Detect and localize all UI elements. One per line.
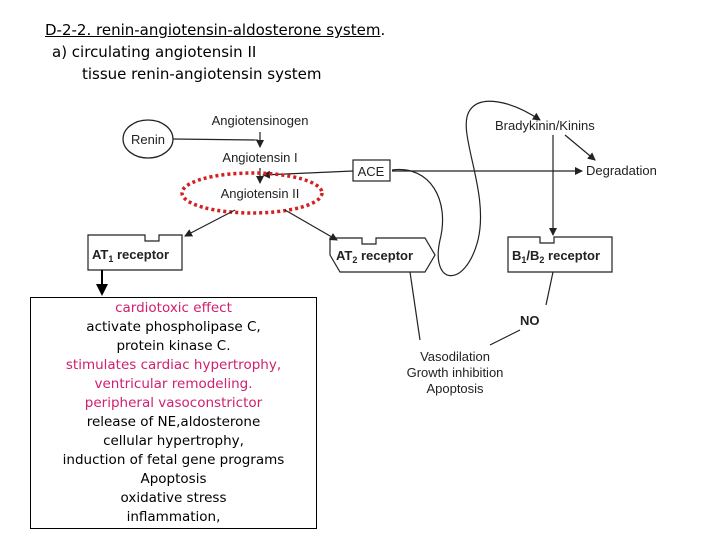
slide-title: D-2-2. renin-angiotensin-aldosterone sys… [45,21,385,39]
at1-receptor-label: AT1 receptor [92,247,169,264]
ang2-to-at2-arrow [284,209,338,241]
effect-line: protein kinase C. [116,338,231,354]
ace-box [352,159,391,182]
effect-line: oxidative stress [120,490,227,506]
ang2-to-at1-arrow [184,209,236,237]
renin-to-arrow [172,138,259,141]
apoptosis-label: Apoptosis [426,381,484,396]
effect-line: cardiotoxic effect [115,300,232,316]
b-receptor-label: B1/B2 receptor [512,248,600,265]
angiotensinogen-label: Angiotensinogen [212,113,309,128]
subtitle-tissue: tissue renin-angiotensin system [82,65,322,83]
effect-line: ventricular remodeling. [94,376,253,392]
b-receptor-to-no-line [545,271,554,306]
degradation-label: Degradation [586,163,657,178]
bradykinin-to-degradation-arrow [564,134,596,161]
vasodilation-label: Vasodilation [420,349,490,364]
ace-label: ACE [358,164,385,179]
effect-line: peripheral vasoconstrictor [84,395,263,411]
effect-line: stimulates cardiac hypertrophy, [65,357,282,373]
subtitle-circulating: a) circulating angiotensin II [52,43,257,61]
slide-title-tail: . [380,21,386,39]
no-label: NO [520,313,540,328]
slide-title-text: D-2-2. renin-angiotensin-aldosterone sys… [45,21,381,39]
at1-receptor-shape [87,234,183,271]
effect-line: inflammation, [126,509,221,525]
at2-receptor-label: AT2 receptor [336,248,413,265]
effect-line: cellular hypertrophy, [103,433,244,449]
growth-inhibition-label: Growth inhibition [407,365,504,380]
at1-effects-box: cardiotoxic effect activate phospholipas… [30,297,317,529]
renin-label: Renin [131,132,165,147]
angiotensin1-label: Angiotensin I [222,150,297,165]
angiotensin2-label: Angiotensin II [221,186,300,201]
at2-to-outcomes-arrow [409,271,421,341]
bradykinin-label: Bradykinin/Kinins [495,118,595,133]
effect-line: activate phospholipase C, [86,319,261,335]
effect-line: induction of fetal gene programs [62,452,285,468]
b-receptor-shape [507,236,613,273]
highlight-ellipse [180,171,324,215]
effect-line: release of NE,aldosterone [86,414,261,430]
effect-line: Apoptosis [140,471,207,487]
ace-to-bradykinin-curve [391,100,541,277]
no-to-outcomes-arrow [489,329,521,346]
at2-receptor-shape [329,237,436,273]
